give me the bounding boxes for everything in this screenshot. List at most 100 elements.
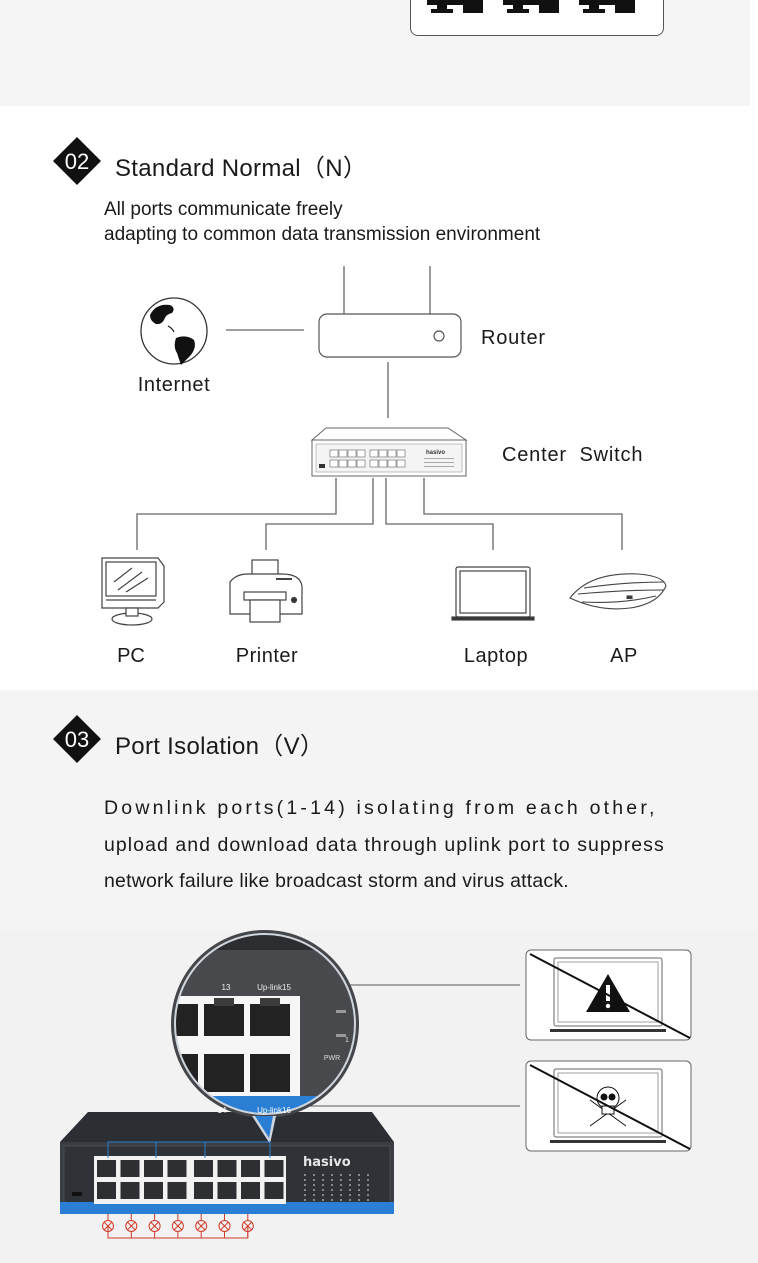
status-led — [331, 1194, 333, 1196]
router-icon — [318, 313, 462, 358]
status-led — [322, 1189, 324, 1191]
status-led — [349, 1199, 351, 1201]
switch-photo: hasivo — [60, 1112, 394, 1214]
switch-port — [241, 1182, 260, 1199]
blocked-port-icon — [218, 1214, 231, 1238]
switch-brand-small: hasivo — [426, 450, 445, 456]
status-led — [349, 1179, 351, 1181]
connection-lines — [136, 266, 623, 550]
status-led — [313, 1194, 315, 1196]
description-line: Downlink ports(1-14) isolating from each… — [104, 797, 658, 819]
status-led — [349, 1194, 351, 1196]
switch-port — [97, 1160, 116, 1177]
status-led — [358, 1174, 360, 1176]
status-led — [349, 1174, 351, 1176]
blocked-port-icon — [241, 1214, 254, 1238]
svg-text:02: 02 — [65, 149, 89, 174]
description-line: All ports communicate freely — [104, 199, 343, 220]
status-led — [340, 1174, 342, 1176]
status-led — [304, 1179, 306, 1181]
pc-group-icon — [427, 0, 635, 13]
status-led — [367, 1194, 369, 1196]
switch-port — [194, 1182, 213, 1199]
description-line: upload and download data through uplink … — [104, 833, 665, 856]
status-led — [349, 1184, 351, 1186]
status-led — [367, 1199, 369, 1201]
status-led — [322, 1174, 324, 1176]
center-switch-icon: hasivo — [310, 427, 468, 477]
threat-card-virus — [525, 1060, 692, 1152]
switch-port — [167, 1160, 187, 1177]
status-led — [358, 1194, 360, 1196]
status-led — [358, 1199, 360, 1201]
zoom-label-13: 13 — [222, 983, 231, 992]
status-led — [304, 1199, 306, 1201]
status-led — [331, 1179, 333, 1181]
description-line: adapting to common data transmission env… — [104, 224, 541, 245]
status-led — [340, 1194, 342, 1196]
port-label-strip — [60, 1202, 394, 1214]
isolated-port-markers — [102, 1214, 254, 1239]
status-led — [304, 1189, 306, 1191]
section-02-description: All ports communicate freely adapting to… — [104, 197, 540, 247]
switch-port — [241, 1160, 260, 1177]
switch-port — [194, 1160, 213, 1177]
status-led — [313, 1184, 315, 1186]
status-led — [304, 1184, 306, 1186]
zoom-label-pwr: PWR — [324, 1055, 340, 1062]
center-switch-label: Center Switch — [502, 444, 643, 466]
uplink-paths — [107, 1141, 271, 1158]
router-label: Router — [481, 327, 546, 349]
threat-card-warning — [525, 949, 692, 1041]
switch-port — [167, 1182, 187, 1199]
switch-port — [217, 1160, 237, 1177]
status-led — [358, 1184, 360, 1186]
section-03-description: Downlink ports(1-14) isolating from each… — [104, 790, 738, 900]
blocked-port-icon — [171, 1214, 184, 1238]
status-led — [313, 1199, 315, 1201]
switch-brand-logo: hasivo — [303, 1155, 351, 1170]
status-led — [304, 1194, 306, 1196]
switch-port — [97, 1182, 116, 1199]
status-led — [304, 1174, 306, 1176]
internet-label: Internet — [138, 374, 211, 396]
status-led — [358, 1189, 360, 1191]
status-led — [322, 1179, 324, 1181]
status-led — [358, 1179, 360, 1181]
section-03-title: Port Isolation（V） — [115, 733, 325, 760]
status-led — [367, 1174, 369, 1176]
status-led — [322, 1199, 324, 1201]
pc-icon — [101, 557, 165, 626]
globe-icon — [140, 297, 208, 365]
svg-text:03: 03 — [65, 727, 89, 752]
zoom-label-uplink15: Up-link15 — [257, 983, 291, 992]
section-02-number-badge: 02 — [53, 137, 101, 185]
access-point-icon — [569, 573, 667, 610]
printer-label: Printer — [236, 645, 298, 667]
port-isolation-illustration: hasivo 13 Up — [0, 930, 758, 1263]
status-led — [367, 1189, 369, 1191]
section-02-title: Standard Normal（N） — [115, 155, 368, 182]
status-led — [322, 1194, 324, 1196]
status-led — [313, 1174, 315, 1176]
blocked-port-icon — [195, 1214, 208, 1238]
status-led — [331, 1189, 333, 1191]
switch-port — [144, 1182, 163, 1199]
warning-triangle-icon — [586, 974, 630, 1012]
status-led — [331, 1199, 333, 1201]
blocked-port-icon — [148, 1214, 161, 1238]
switch-port — [264, 1182, 284, 1199]
status-led — [313, 1179, 315, 1181]
status-led — [349, 1189, 351, 1191]
port-zoom-callout: 13 Up-link15 Up-link16 14 PWR 1 — [171, 930, 359, 1144]
pc-label: PC — [117, 645, 145, 667]
status-led — [313, 1189, 315, 1191]
isolation-devices-card — [410, 0, 664, 36]
section-03-number-badge: 03 — [53, 715, 101, 763]
ap-label: AP — [610, 645, 638, 667]
switch-port — [217, 1182, 237, 1199]
switch-port — [144, 1160, 163, 1177]
printer-icon — [229, 559, 303, 623]
blocked-port-icon — [125, 1214, 138, 1238]
status-led — [331, 1184, 333, 1186]
